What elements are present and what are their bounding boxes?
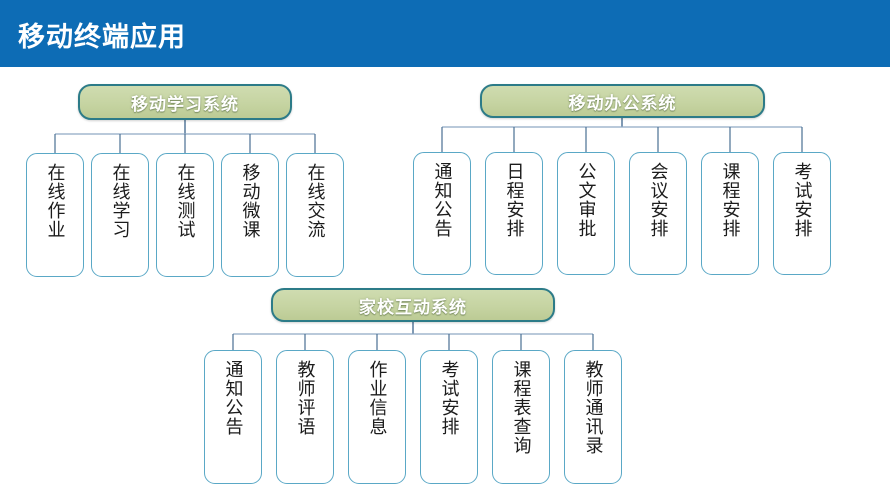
leaf-node[interactable]: 考试安排 xyxy=(420,350,478,484)
header-bar: 移动终端应用 xyxy=(0,0,890,67)
leaf-node-label: 作业信息 xyxy=(366,360,388,436)
leaf-node[interactable]: 课程表查询 xyxy=(492,350,550,484)
leaf-node-label: 通知公告 xyxy=(431,162,453,238)
leaf-node[interactable]: 教师评语 xyxy=(276,350,334,484)
leaf-node[interactable]: 公文审批 xyxy=(557,152,615,275)
leaf-node-label: 在线测试 xyxy=(174,163,196,239)
leaf-node[interactable]: 在线交流 xyxy=(286,153,344,277)
leaf-node-label: 通知公告 xyxy=(222,360,244,436)
leaf-node-label: 日程安排 xyxy=(503,162,525,238)
leaf-node[interactable]: 日程安排 xyxy=(485,152,543,275)
leaf-node[interactable]: 教师通讯录 xyxy=(564,350,622,484)
leaf-node-label: 课程安排 xyxy=(719,162,741,238)
leaf-node-label: 在线交流 xyxy=(304,163,326,239)
leaf-node-label: 教师通讯录 xyxy=(582,360,604,455)
leaf-node[interactable]: 作业信息 xyxy=(348,350,406,484)
group-header-mobile-learning-system[interactable]: 移动学习系统 xyxy=(78,84,292,120)
leaf-node-label: 在线学习 xyxy=(109,163,131,239)
leaf-node-label: 会议安排 xyxy=(647,162,669,238)
group-header-label: 家校互动系统 xyxy=(359,297,467,318)
page-title: 移动终端应用 xyxy=(18,22,186,53)
leaf-node[interactable]: 在线学习 xyxy=(91,153,149,277)
leaf-node[interactable]: 在线测试 xyxy=(156,153,214,277)
leaf-node-label: 公文审批 xyxy=(575,162,597,238)
leaf-node[interactable]: 通知公告 xyxy=(413,152,471,275)
leaf-node[interactable]: 移动微课 xyxy=(221,153,279,277)
leaf-node[interactable]: 课程安排 xyxy=(701,152,759,275)
leaf-node[interactable]: 会议安排 xyxy=(629,152,687,275)
leaf-node-label: 考试安排 xyxy=(438,360,460,436)
leaf-node-label: 考试安排 xyxy=(791,162,813,238)
group-header-label: 移动学习系统 xyxy=(131,94,239,115)
leaf-node[interactable]: 在线作业 xyxy=(26,153,84,277)
leaf-node-label: 教师评语 xyxy=(294,360,316,436)
leaf-node[interactable]: 通知公告 xyxy=(204,350,262,484)
leaf-node-label: 移动微课 xyxy=(239,163,261,239)
group-header-home-school-interaction-system[interactable]: 家校互动系统 xyxy=(271,288,555,322)
leaf-node-label: 课程表查询 xyxy=(510,360,532,455)
group-header-mobile-office-system[interactable]: 移动办公系统 xyxy=(480,84,765,118)
leaf-node-label: 在线作业 xyxy=(44,163,66,239)
group-header-label: 移动办公系统 xyxy=(568,93,677,114)
leaf-node[interactable]: 考试安排 xyxy=(773,152,831,275)
